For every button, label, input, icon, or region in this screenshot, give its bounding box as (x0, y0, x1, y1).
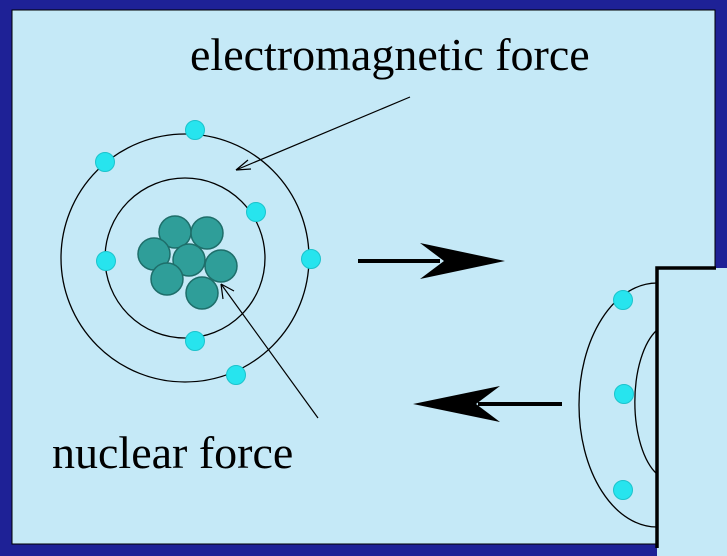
em-pointer (235, 96, 411, 171)
electron (301, 249, 321, 269)
nucleon (204, 249, 238, 283)
electron (614, 384, 634, 404)
nucleon (190, 216, 224, 250)
left-arrow-icon (413, 386, 562, 422)
electromagnetic-force-label: electromagnetic force (190, 29, 590, 80)
electron (95, 152, 115, 172)
electron (226, 365, 246, 385)
nucleon (172, 243, 206, 277)
diagram-background (11, 9, 716, 545)
nucleus (137, 215, 238, 310)
electron (613, 290, 633, 310)
electron (185, 120, 205, 140)
right-arrow-icon (358, 243, 505, 279)
nucleon (150, 262, 184, 296)
electrons (95, 120, 321, 385)
electron (246, 202, 266, 222)
electron (185, 331, 205, 351)
electron (96, 251, 116, 271)
nucleon (185, 276, 219, 310)
nuclear-force-label: nuclear force (52, 427, 294, 478)
right-atom (578, 282, 658, 528)
nuclear-pointer (220, 283, 319, 419)
enclosing-box (655, 266, 727, 556)
electron (613, 480, 633, 500)
left-atom (60, 120, 321, 385)
